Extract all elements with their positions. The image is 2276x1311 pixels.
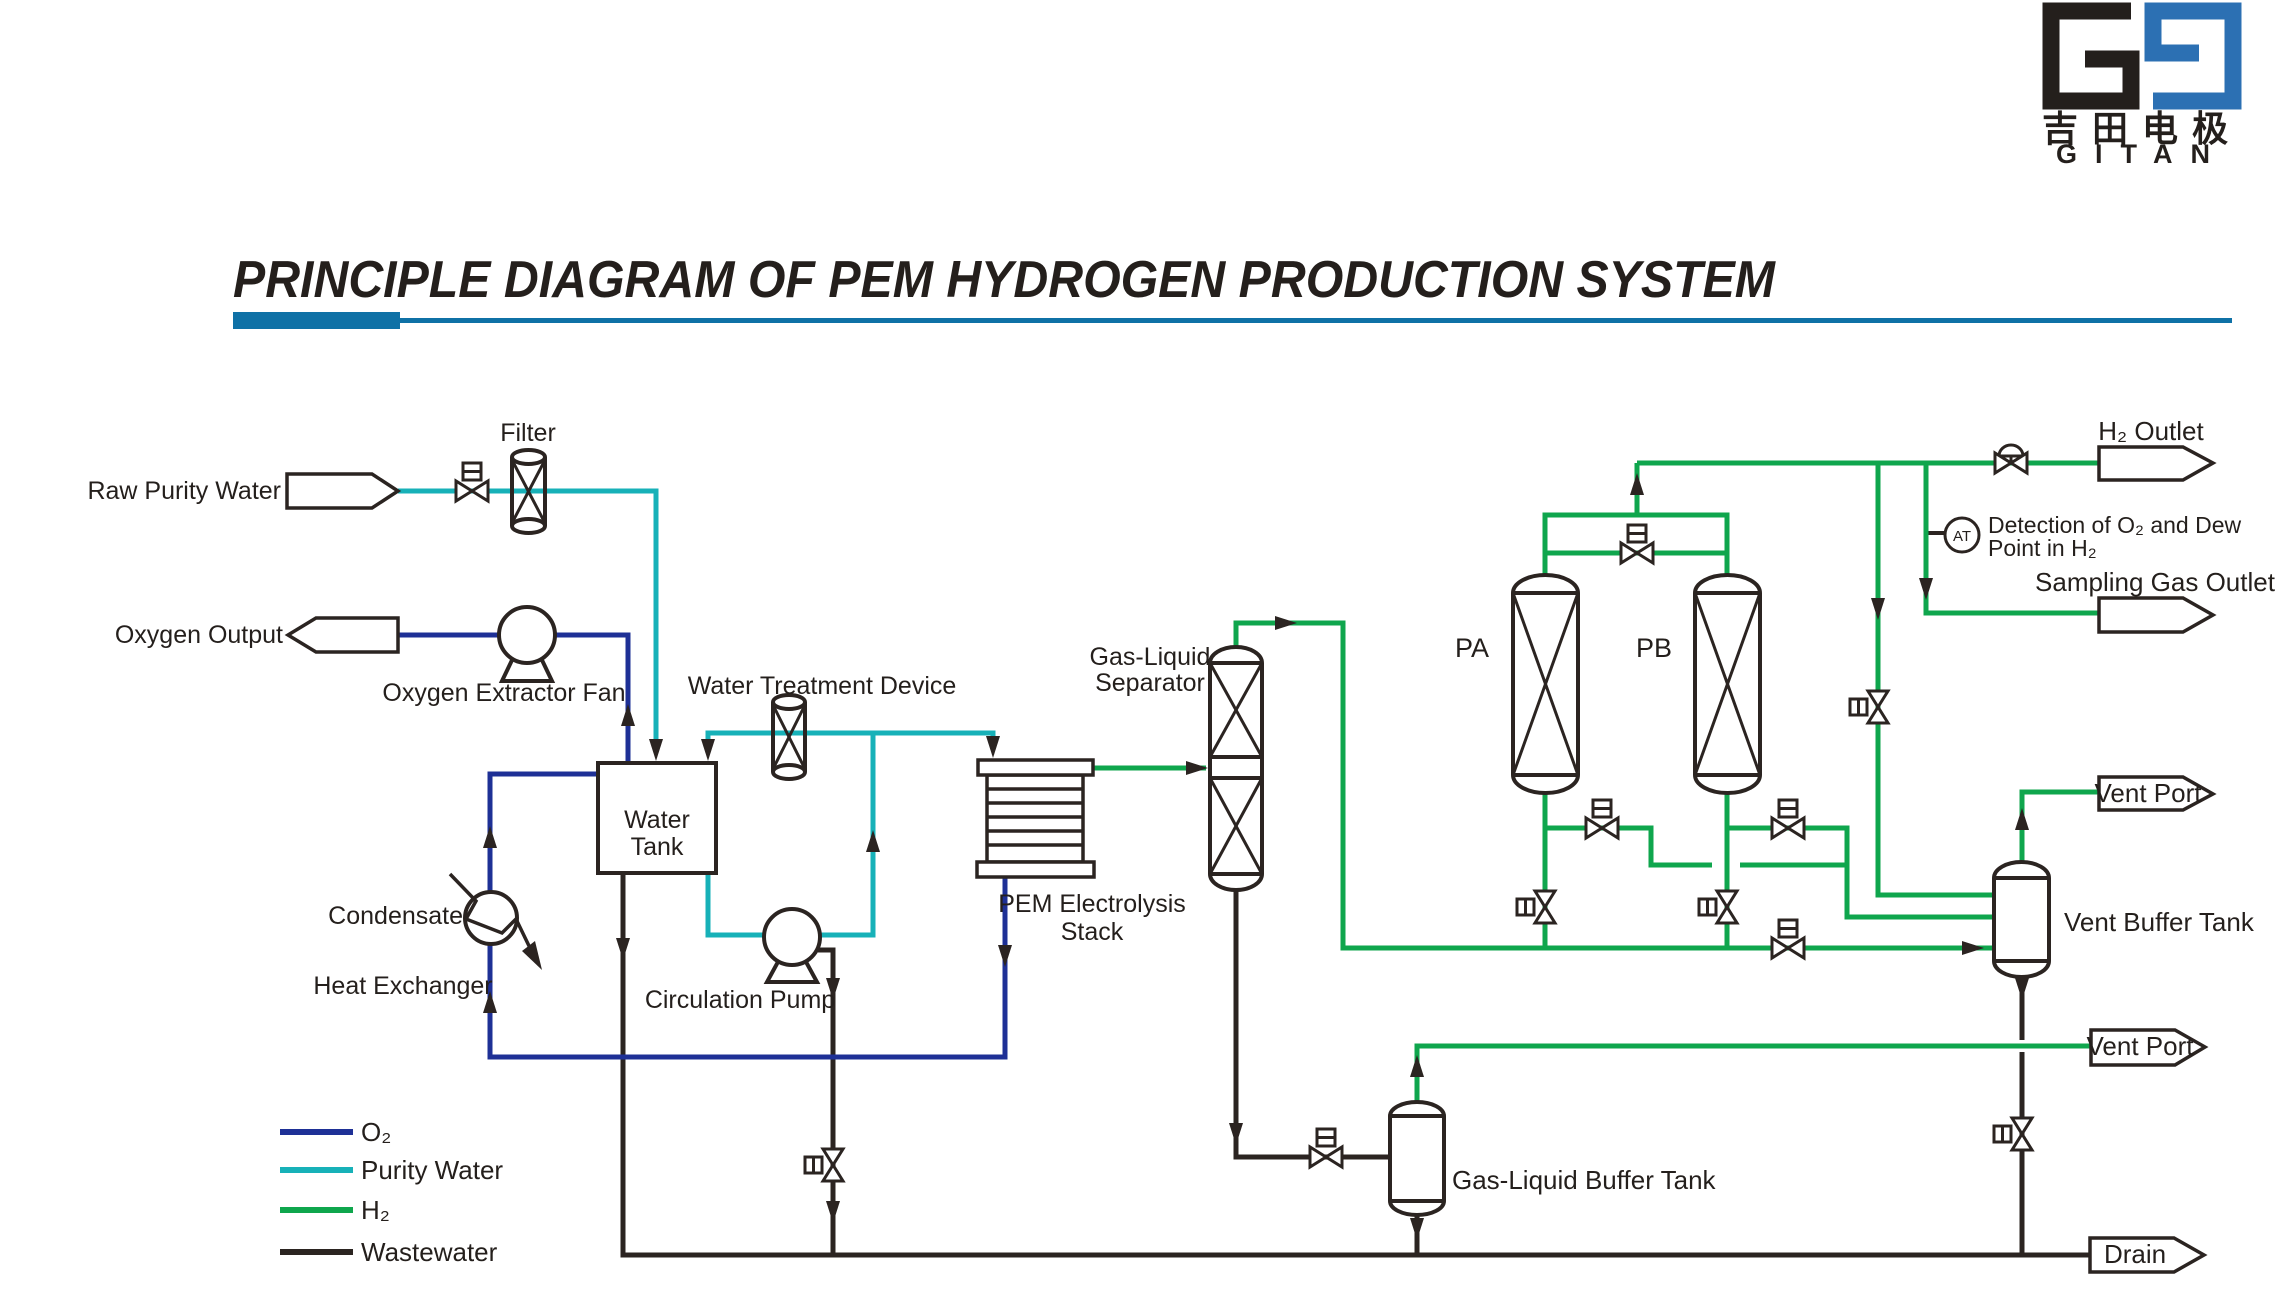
vent-buffer-tank (1992, 860, 2051, 979)
pentagon-h2-outlet (2097, 445, 2217, 482)
gas-liquid-separator (1208, 645, 1264, 892)
valve-separator-vent-line (1770, 918, 1806, 961)
label-sampling-gas-outlet: Sampling Gas Outlet (2035, 567, 2276, 597)
logo-brand-cn: 吉田电极 (2042, 108, 2242, 149)
flow-pentagons (284, 445, 2217, 1274)
valve-pb-bottom (1697, 889, 1740, 925)
label-vent-port-top: Vent Port (2095, 778, 2203, 808)
valve-h2-outlet-control (1993, 443, 2029, 476)
pipe-vent-tank-top (2019, 789, 2099, 862)
logo-brand-en: GITAN (2056, 139, 2228, 169)
pipe-stack-return (487, 771, 1008, 1060)
valve-equalization (1619, 523, 1655, 566)
valve-pump-drain (803, 1147, 846, 1183)
valve-pb-purge (1770, 798, 1806, 841)
title-underline-rule (400, 318, 2232, 323)
label-h2-outlet: H₂ Outlet (2098, 416, 2204, 446)
valve-h2-tap (1848, 689, 1891, 725)
label-water-tank-1: Water (624, 806, 690, 834)
tower-pb (1693, 573, 1762, 795)
label-at: AT (1953, 528, 1971, 545)
label-pa: PA (1455, 633, 1489, 663)
pipe-purge-lines (1545, 825, 1994, 920)
pipe-separator-drain (1233, 890, 1390, 1160)
wastewater-pipes (620, 531, 2090, 1258)
filter-vessel (510, 448, 547, 535)
label-oxygen-output: Oxygen Output (115, 621, 283, 649)
pentagon-oxygen-output (284, 616, 400, 654)
label-detection-1: Detection of O₂ and Dew (1988, 512, 2242, 538)
legend-label-purity-water: Purity Water (361, 1155, 503, 1185)
label-separator-1: Gas-Liquid (1090, 643, 1211, 671)
valves (454, 443, 2035, 1183)
valve-pa-bottom (1515, 889, 1558, 925)
label-oxygen-extractor-fan: Oxygen Extractor Fan (382, 679, 625, 707)
label-vent-port-mid: Vent Port (2087, 1031, 2195, 1061)
logo-g-blue (2144, 2, 2242, 110)
legend: O₂ Purity Water H₂ Wastewater (280, 1117, 503, 1267)
tower-pa (1511, 573, 1580, 795)
valve-raw-water (454, 461, 490, 504)
water-tank (596, 761, 718, 875)
pem-stack (975, 758, 1096, 879)
pentagon-vent-port-mid (2089, 1028, 2209, 1067)
label-vent-buffer-tank: Vent Buffer Tank (2064, 907, 2255, 937)
label-heat-exchanger: Heat Exchanger (313, 972, 492, 1000)
pentagon-drain (2088, 1236, 2208, 1274)
logo: 吉田电极 GITAN (2042, 2, 2242, 169)
label-pb: PB (1636, 633, 1672, 663)
pentagon-sampling-gas-outlet (2097, 596, 2217, 634)
pipe-tank-drain-and-main (620, 873, 2090, 1258)
page-title: PRINCIPLE DIAGRAM OF PEM HYDROGEN PRODUC… (233, 251, 1777, 309)
pentagon-vent-port-top (2097, 775, 2217, 812)
label-condensate: Condensate (328, 902, 463, 930)
equipment (448, 448, 2051, 1217)
label-water-treatment-device: Water Treatment Device (688, 672, 957, 700)
label-gas-liquid-buffer-tank: Gas-Liquid Buffer Tank (1452, 1165, 1717, 1195)
label-separator-2: Separator (1095, 669, 1205, 697)
pipe-sampling (1923, 463, 2099, 616)
legend-label-h2: H₂ (361, 1195, 390, 1225)
labels: Raw Purity Water Filter Oxygen Output Ox… (87, 416, 2275, 1269)
legend-label-wastewater: Wastewater (361, 1237, 498, 1267)
title-underline-block (233, 312, 400, 329)
gas-liquid-buffer-tank-vessel (1388, 1100, 1446, 1217)
pipe-buffer-tank-top (1414, 1043, 2091, 1102)
pentagon-raw-purity-water (285, 472, 402, 510)
label-pem-stack-1: PEM Electrolysis (998, 890, 1186, 918)
flow-arrows (483, 473, 2029, 1240)
label-drain: Drain (2104, 1239, 2166, 1269)
logo-g-black (2042, 2, 2140, 110)
oxygen-extractor-fan (497, 605, 557, 683)
valve-buffer-tank-inlet (1308, 1127, 1344, 1170)
pipe-treatment-to-stack (873, 730, 996, 742)
label-pem-stack-2: Stack (1061, 918, 1124, 946)
label-raw-purity-water: Raw Purity Water (87, 477, 281, 505)
circulation-pump (762, 907, 822, 984)
label-circulation-pump: Circulation Pump (645, 986, 835, 1014)
label-water-tank-2: Tank (631, 833, 684, 861)
water-treatment-vessel (771, 693, 807, 781)
heat-exchanger (448, 872, 542, 970)
label-detection-2: Point in H₂ (1988, 535, 2097, 561)
valve-pa-purge (1584, 798, 1620, 841)
at-instrument (1943, 516, 1981, 554)
legend-label-o2: O₂ (361, 1117, 391, 1147)
pipe-separator-top-loop (1233, 620, 1994, 951)
valve-vent-tank-drain (1992, 1116, 2035, 1152)
label-filter: Filter (500, 419, 556, 447)
